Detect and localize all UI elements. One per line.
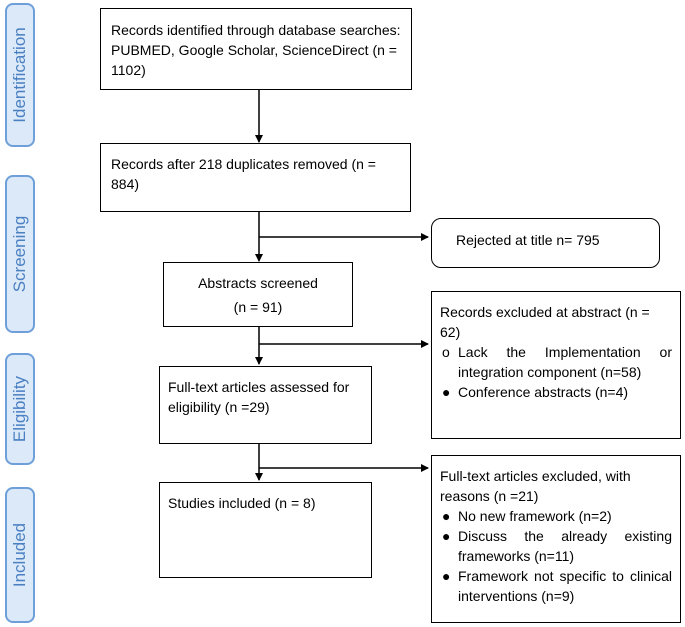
- phase-identification-label: Identification: [10, 27, 29, 123]
- fulltext-assessed-text: Full-text articles assessed for eligibil…: [168, 379, 350, 415]
- fulltext-excluded-box: Full-text articles excluded, with reason…: [431, 455, 681, 623]
- studies-included-box: Studies included (n = 8): [159, 482, 372, 578]
- fulltext-assessed-box: Full-text articles assessed for eligibil…: [159, 366, 372, 444]
- excluded-abstract-item-text: Conference abstracts (n=4): [458, 384, 629, 400]
- abstracts-screened-title: Abstracts screened: [198, 275, 318, 291]
- records-identified-text: Records identified through database sear…: [111, 22, 401, 78]
- phase-included: Included: [5, 487, 35, 623]
- bullet-dot: ●: [442, 508, 451, 524]
- fulltext-excluded-heading: Full-text articles excluded, with reason…: [440, 468, 631, 504]
- bullet-dot: ●: [442, 384, 451, 400]
- abstracts-screened-count: (n = 91): [233, 299, 283, 315]
- excluded-abstract-item-text: Lack the Implementation or integration c…: [458, 344, 672, 380]
- bullet-dot: ●: [442, 528, 451, 544]
- phase-eligibility: Eligibility: [5, 353, 35, 465]
- studies-included-text: Studies included (n = 8): [168, 495, 316, 511]
- fulltext-excluded-item: ● Discuss the already existing framework…: [440, 526, 672, 566]
- fulltext-excluded-item: ● Framework not specific to clinical int…: [440, 566, 672, 606]
- rejected-at-title-box: Rejected at title n= 795: [431, 218, 660, 268]
- records-identified-box: Records identified through database sear…: [100, 8, 412, 90]
- records-after-duplicates-box: Records after 218 duplicates removed (n …: [100, 143, 411, 212]
- excluded-abstract-item: ● Conference abstracts (n=4): [440, 382, 672, 402]
- phase-screening: Screening: [5, 175, 35, 333]
- fulltext-excluded-item-text: Discuss the already existing frameworks …: [458, 528, 672, 564]
- bullet-circle: o: [442, 344, 450, 360]
- abstracts-screened-box: Abstracts screened (n = 91): [163, 262, 353, 327]
- excluded-at-abstract-box: Records excluded at abstract (n = 62) o …: [431, 291, 681, 439]
- fulltext-excluded-item-text: Framework not specific to clinical inter…: [458, 568, 672, 604]
- phase-eligibility-label: Eligibility: [10, 375, 29, 443]
- rejected-at-title-text: Rejected at title n= 795: [456, 232, 600, 248]
- phase-identification: Identification: [5, 3, 35, 147]
- fulltext-excluded-item-text: No new framework (n=2): [458, 508, 612, 524]
- records-after-duplicates-text: Records after 218 duplicates removed (n …: [111, 156, 376, 192]
- phase-included-label: Included: [10, 522, 29, 588]
- excluded-at-abstract-list: o Lack the Implementation or integration…: [440, 342, 672, 402]
- fulltext-excluded-item: ● No new framework (n=2): [440, 506, 672, 526]
- excluded-abstract-item: o Lack the Implementation or integration…: [440, 342, 672, 382]
- excluded-at-abstract-heading: Records excluded at abstract (n = 62): [440, 304, 650, 340]
- fulltext-excluded-list: ● No new framework (n=2) ● Discuss the a…: [440, 506, 672, 606]
- phase-screening-label: Screening: [10, 215, 29, 293]
- bullet-dot: ●: [442, 568, 451, 584]
